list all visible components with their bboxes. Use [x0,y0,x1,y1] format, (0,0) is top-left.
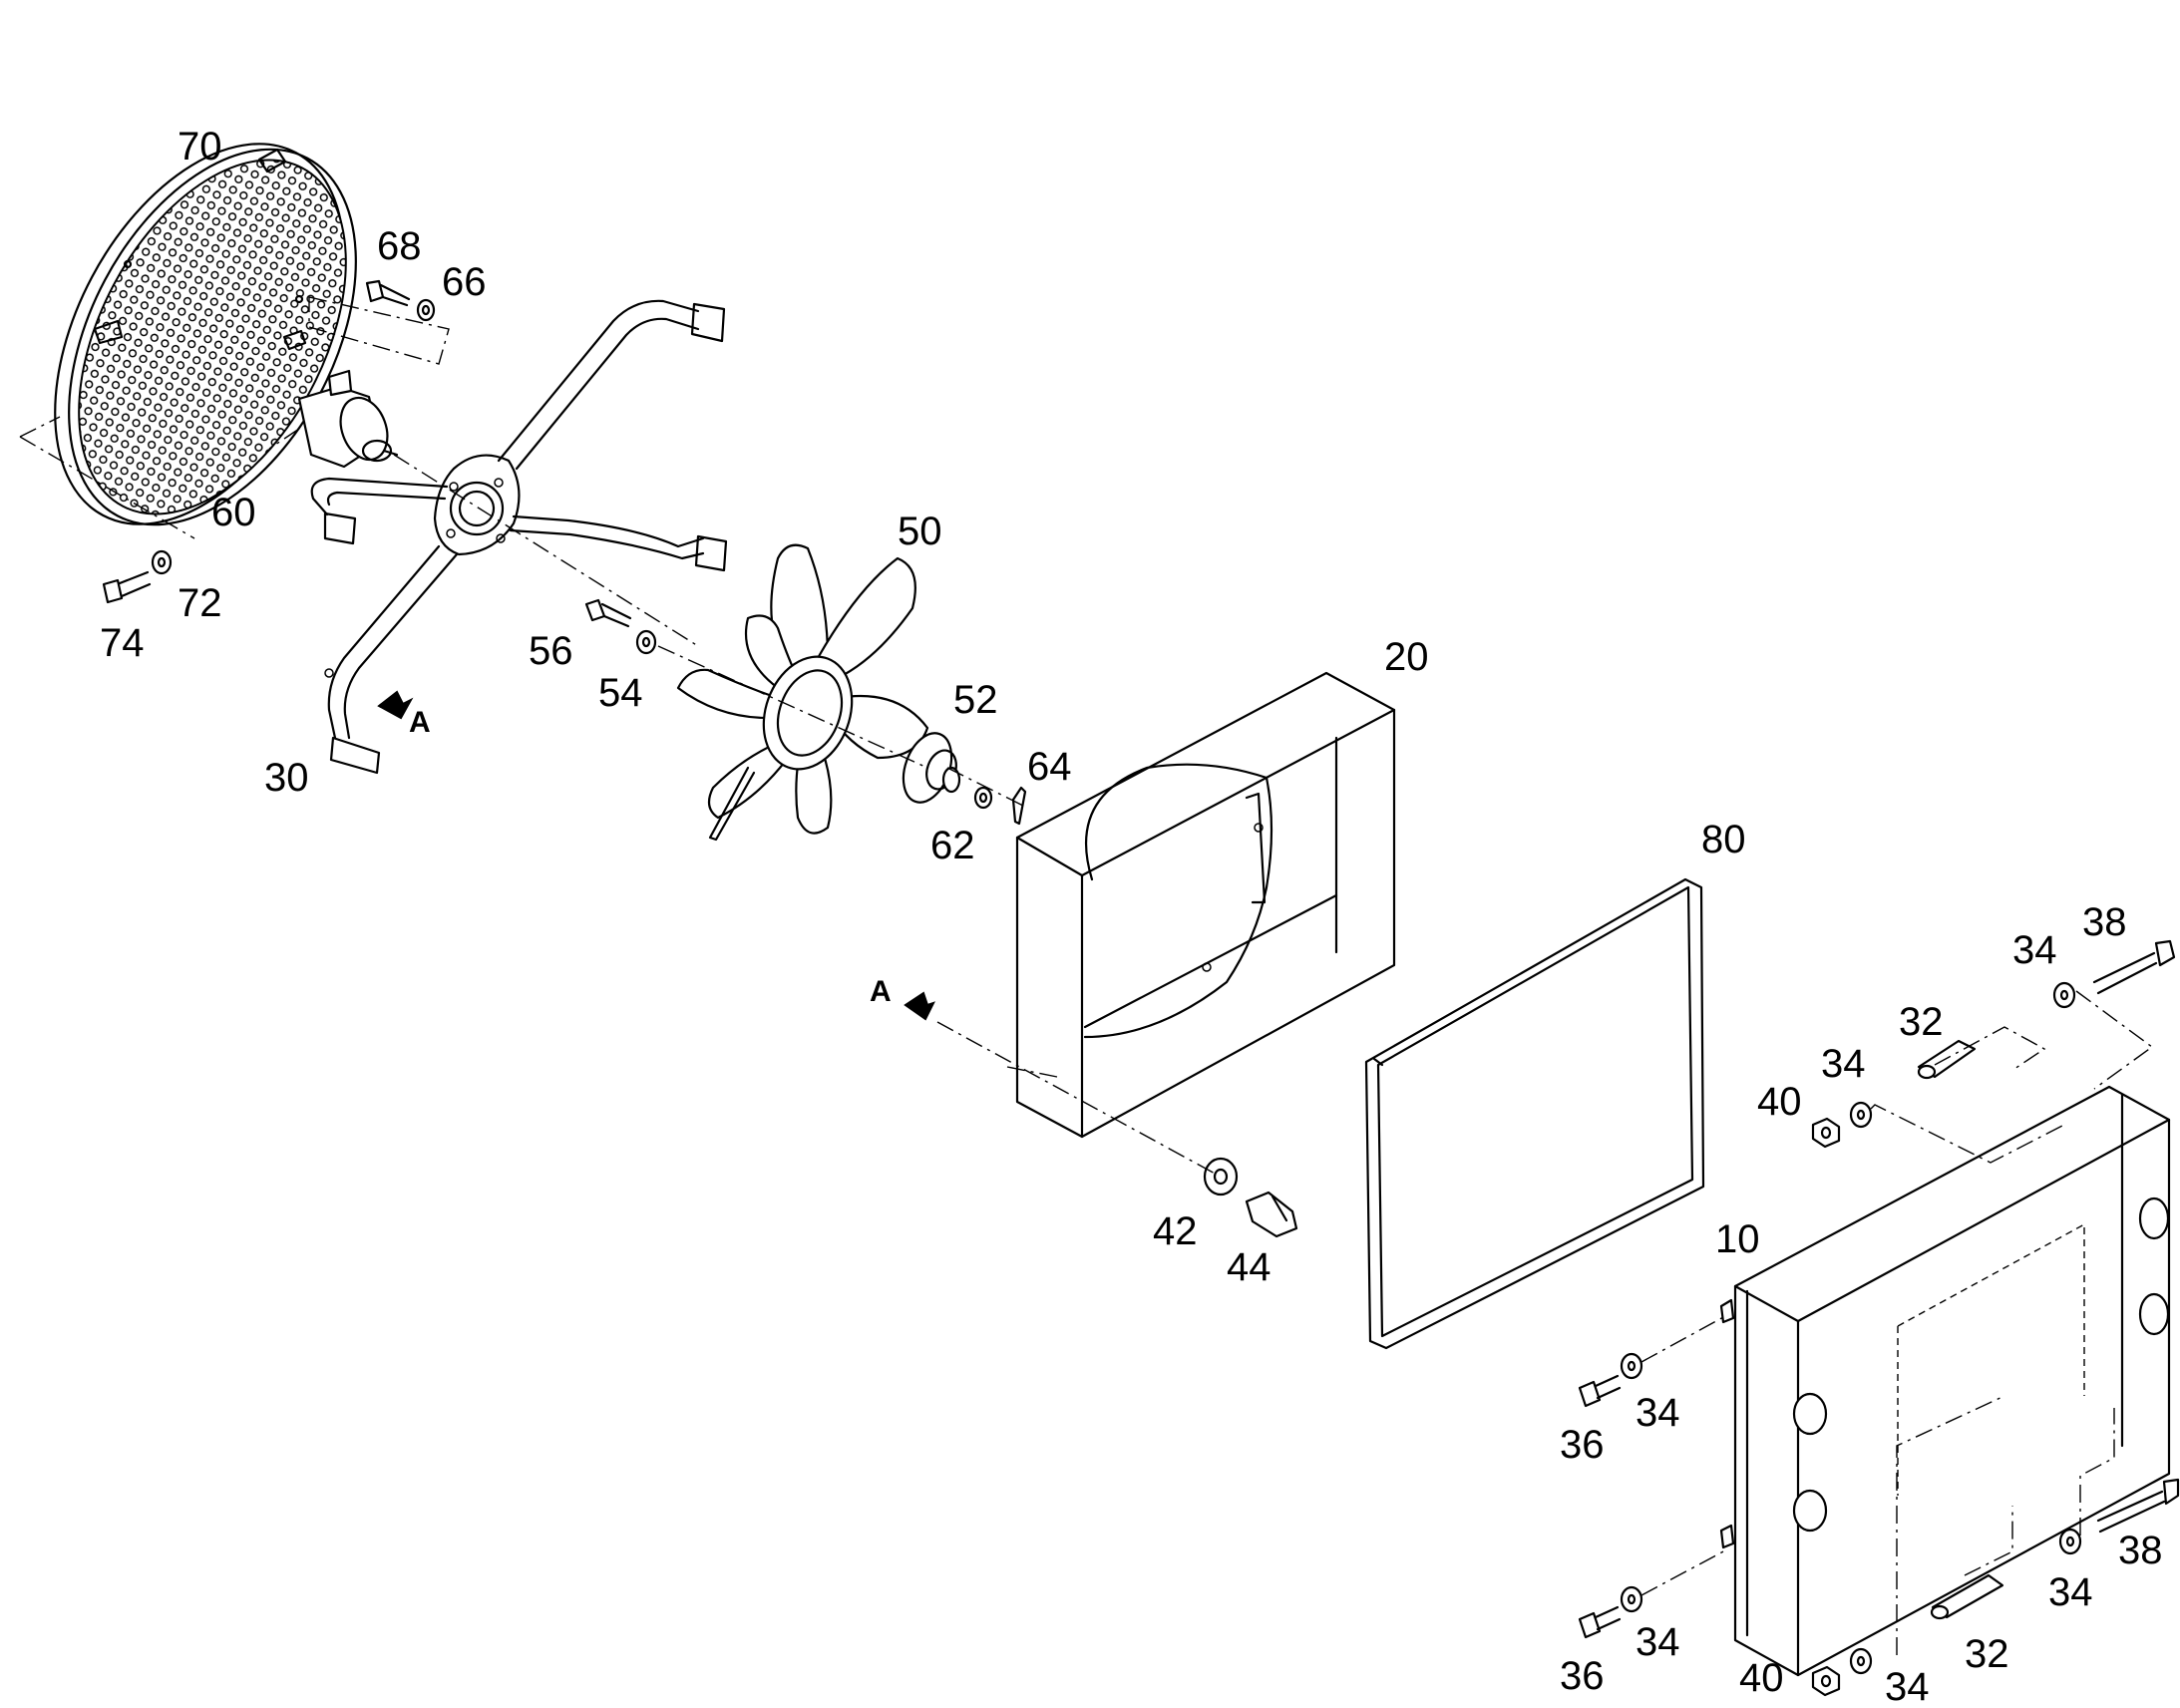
view-arrow-a-upper: A [377,690,431,739]
gasket-part-80 [1364,877,1705,1350]
callout-36: 36 [1560,1423,1605,1467]
callout-34: 34 [1635,1620,1680,1664]
callout-70: 70 [178,125,222,169]
callout-40: 40 [1739,1656,1784,1700]
hub-part-52 [902,732,961,804]
callout-34: 34 [1885,1665,1930,1708]
radiator-part-10 [1719,1085,2171,1677]
callout-50: 50 [898,510,942,553]
callout-52: 52 [953,678,998,722]
callout-72: 72 [178,581,222,625]
callout-40: 40 [1757,1080,1802,1124]
bolt-part-36-group [1578,1374,1622,1639]
callout-80: 80 [1701,818,1746,861]
shroud-part-20 [1015,671,1396,1139]
bolt-part-56 [584,598,632,628]
washer-part-62 [973,786,993,810]
callout-30: 30 [264,756,309,800]
bolt-part-68 [365,279,411,307]
callout-32: 32 [1965,1632,2009,1676]
view-label-a: A [409,706,431,739]
bolt-part-74 [102,570,152,604]
fan-guard-part-70 [54,143,357,526]
fan-part-50 [676,543,929,842]
callout-34: 34 [2048,1570,2093,1614]
callout-42: 42 [1153,1209,1198,1253]
bolt-part-38-lower [2096,1478,2180,1534]
callout-10: 10 [1715,1217,1760,1261]
nut-part-40-group [1811,1117,1841,1697]
washer-part-34-group [1620,981,2082,1675]
pin-part-64 [1011,786,1027,826]
callout-32: 32 [1899,1000,1944,1044]
washer-part-42 [1203,1157,1239,1196]
spacer-part-32-upper [1917,1039,1977,1080]
bolt-part-38-upper [2092,939,2176,995]
washer-part-66 [416,298,436,322]
callout-34: 34 [1821,1042,1866,1086]
callout-64: 64 [1027,745,1072,789]
sensor-part-60 [297,369,399,469]
callout-60: 60 [211,491,256,534]
view-arrow-a-lower: A [870,975,935,1021]
callout-labels: 70 68 66 60 74 72 50 56 54 30 52 64 62 2… [100,125,2163,1708]
assembly-lines [19,296,2154,1655]
callout-44: 44 [1227,1245,1272,1289]
washer-part-72 [151,549,173,575]
callout-54: 54 [598,671,643,715]
callout-74: 74 [100,621,145,665]
washer-part-54 [635,629,657,655]
spacer-part-32-lower [1930,1573,2004,1620]
callout-66: 66 [442,260,487,304]
callout-38: 38 [2118,1529,2163,1572]
callout-62: 62 [930,824,975,867]
callout-20: 20 [1384,635,1429,679]
callout-36: 36 [1560,1654,1605,1698]
fan-bracket-part-30 [310,299,728,775]
callout-56: 56 [529,629,573,673]
callout-38: 38 [2082,900,2127,944]
callout-68: 68 [377,224,422,268]
callout-34: 34 [2012,928,2057,972]
view-label-a: A [870,975,892,1008]
bolt-part-44 [1245,1191,1298,1238]
callout-34: 34 [1635,1391,1680,1435]
